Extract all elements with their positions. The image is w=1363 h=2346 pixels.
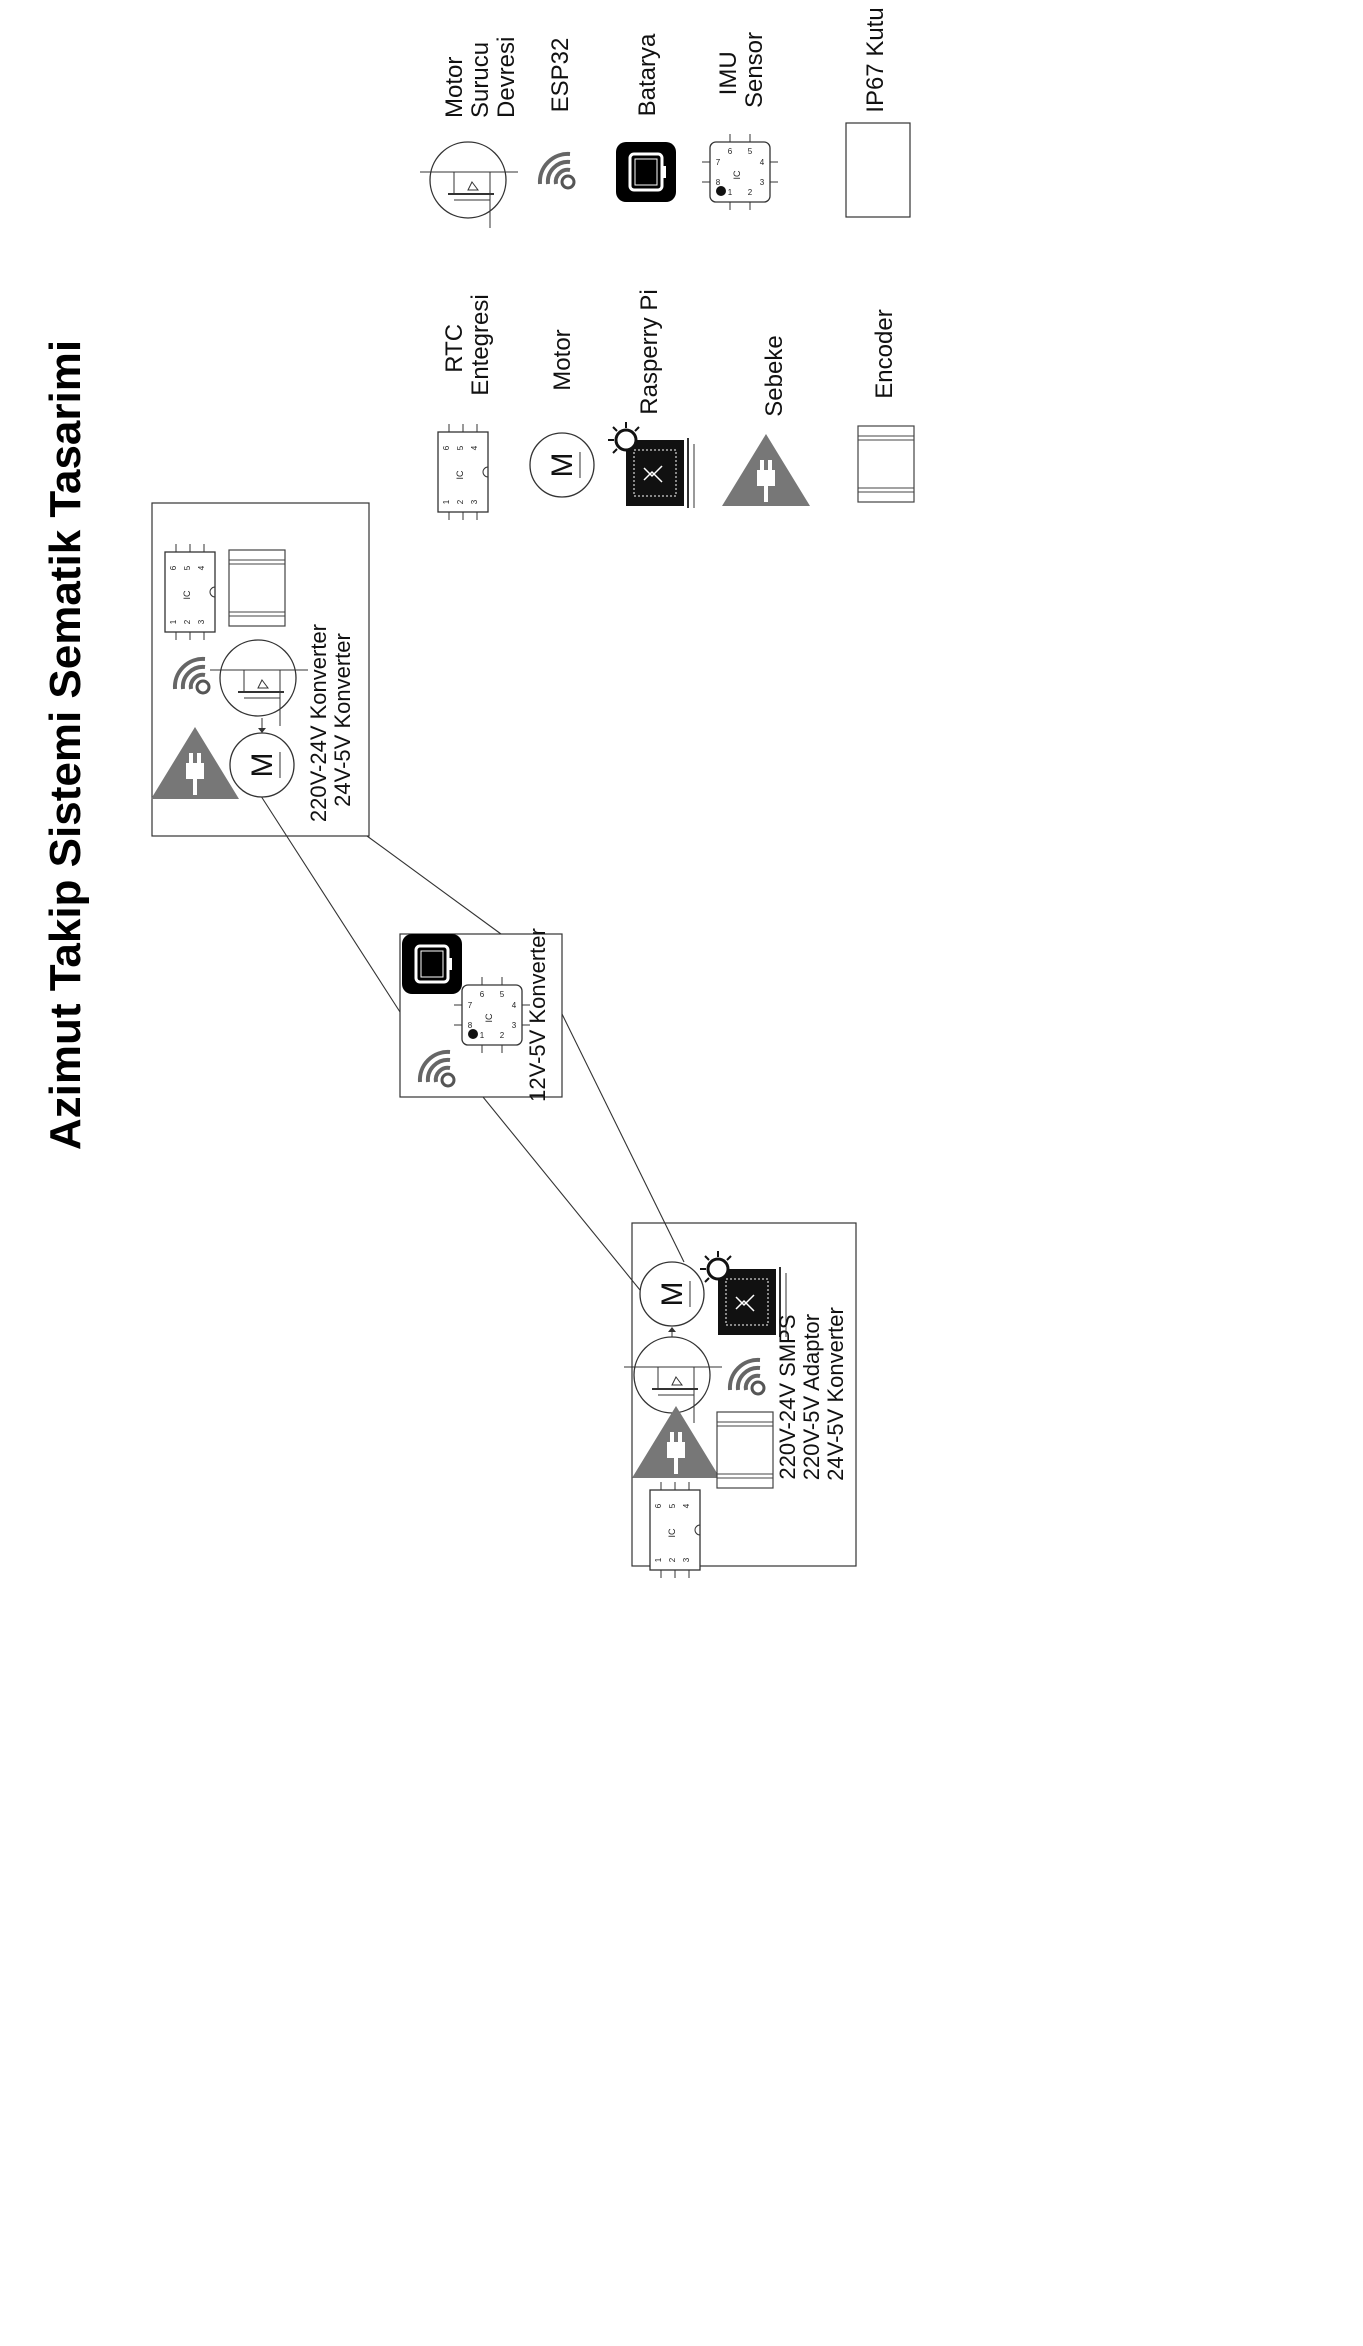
unit-top-label-1: 220V-24V Konverter	[306, 624, 331, 822]
legend-grid: Sebeke	[722, 335, 810, 506]
legend-encoder-label: Encoder	[871, 309, 898, 398]
legend-enclosure: IP67 Kutu	[845, 7, 911, 218]
plug-warning-icon	[151, 727, 239, 799]
legend-motor-driver-label-2: Surucu	[467, 42, 494, 118]
motor-letter: M	[546, 453, 579, 478]
legend-rtc-label-1: RTC	[441, 324, 468, 373]
motor-icon	[639, 1261, 705, 1327]
mosfet-icon	[419, 141, 519, 229]
svg-text:Motor Surucu Devre: Motor Surucu Devresi	[441, 35, 520, 118]
motor-icon	[529, 432, 595, 498]
ic8-icon	[701, 133, 779, 211]
page-title: Azimut Takip Sistemi Sematik Tasarimi	[41, 340, 90, 1150]
unit-bottom-label-2: 220V-5V Adaptor	[799, 1314, 824, 1480]
unit-top: M 220V-24V Konverter 24V-5V Konverter	[151, 502, 370, 837]
battery-icon	[614, 140, 678, 204]
battery-icon	[400, 932, 464, 996]
legend-motor: M Motor	[529, 329, 595, 498]
legend-raspberry: Rasperry Pi	[606, 289, 696, 510]
enclosure-icon	[845, 122, 911, 218]
unit-middle: 12V-5V Konverter	[399, 928, 563, 1102]
unit-middle-box	[399, 933, 563, 1098]
ic6-icon	[437, 423, 489, 521]
legend-imu-label-2: Sensor	[741, 32, 768, 108]
legend-imu: IMU Sensor	[701, 32, 779, 211]
wifi-icon	[537, 151, 576, 190]
legend-motor-driver: Motor Surucu Devresi	[419, 35, 520, 229]
ic8-icon	[453, 976, 531, 1054]
wifi-icon	[417, 1049, 456, 1088]
unit-middle-label: 12V-5V Konverter	[525, 928, 550, 1102]
unit-bottom-box	[631, 1222, 857, 1567]
plug-warning-icon	[722, 434, 810, 506]
unit-bottom: M 220V-24V SMPS 220V-5V Adaptor 24V-5V K…	[623, 1222, 857, 1579]
legend-esp32-label: ESP32	[547, 38, 574, 113]
ic6-icon	[164, 543, 216, 641]
legend-motor-driver-label-3: Devresi	[493, 37, 520, 118]
legend-rtc: RTC Entegresi	[437, 294, 494, 521]
raspberry-pi-icon	[606, 420, 696, 510]
wifi-icon	[172, 656, 211, 695]
wifi-icon	[727, 1357, 766, 1396]
ic6-icon	[649, 1481, 701, 1579]
legend-battery-label: Batarya	[634, 33, 661, 116]
mosfet-icon	[209, 639, 309, 727]
legend-enclosure-label: IP67 Kutu	[862, 7, 889, 112]
legend-battery: Batarya	[614, 33, 678, 204]
legend-raspberry-label: Rasperry Pi	[636, 289, 663, 414]
svg-text:IMU Sensor: IMU Sensor	[715, 32, 768, 108]
encoder-icon	[228, 549, 286, 627]
mosfet-icon	[623, 1336, 723, 1424]
legend-grid-label: Sebeke	[761, 335, 788, 416]
plug-warning-icon	[632, 1406, 720, 1478]
unit-bottom-label-1: 220V-24V SMPS	[775, 1315, 800, 1480]
svg-text:RTC Entegresi: RTC Entegresi	[441, 294, 494, 395]
motor-letter: M	[246, 753, 279, 778]
legend-encoder: Encoder	[857, 309, 915, 503]
connections	[258, 792, 685, 1291]
raspberry-pi-icon	[698, 1249, 788, 1339]
encoder-icon	[857, 425, 915, 503]
motor-letter: M	[656, 1282, 689, 1307]
legend-esp32: ESP32	[537, 38, 576, 190]
legend-motor-label: Motor	[549, 329, 576, 390]
unit-top-box	[151, 502, 370, 837]
legend-motor-driver-label-1: Motor	[441, 57, 468, 118]
legend-rtc-label-2: Entegresi	[467, 294, 494, 395]
svg-text:220V-24V SMPS 220V-5V Ad: 220V-24V SMPS 220V-5V Adaptor 24V-5V Kon…	[775, 1307, 848, 1481]
svg-text:220V-24V Konverter 24V-5: 220V-24V Konverter 24V-5V Konverter	[306, 618, 355, 822]
unit-top-label-2: 24V-5V Konverter	[330, 633, 355, 807]
unit-bottom-label-3: 24V-5V Konverter	[823, 1307, 848, 1481]
encoder-icon	[716, 1411, 774, 1489]
legend-imu-label-1: IMU	[715, 51, 742, 95]
